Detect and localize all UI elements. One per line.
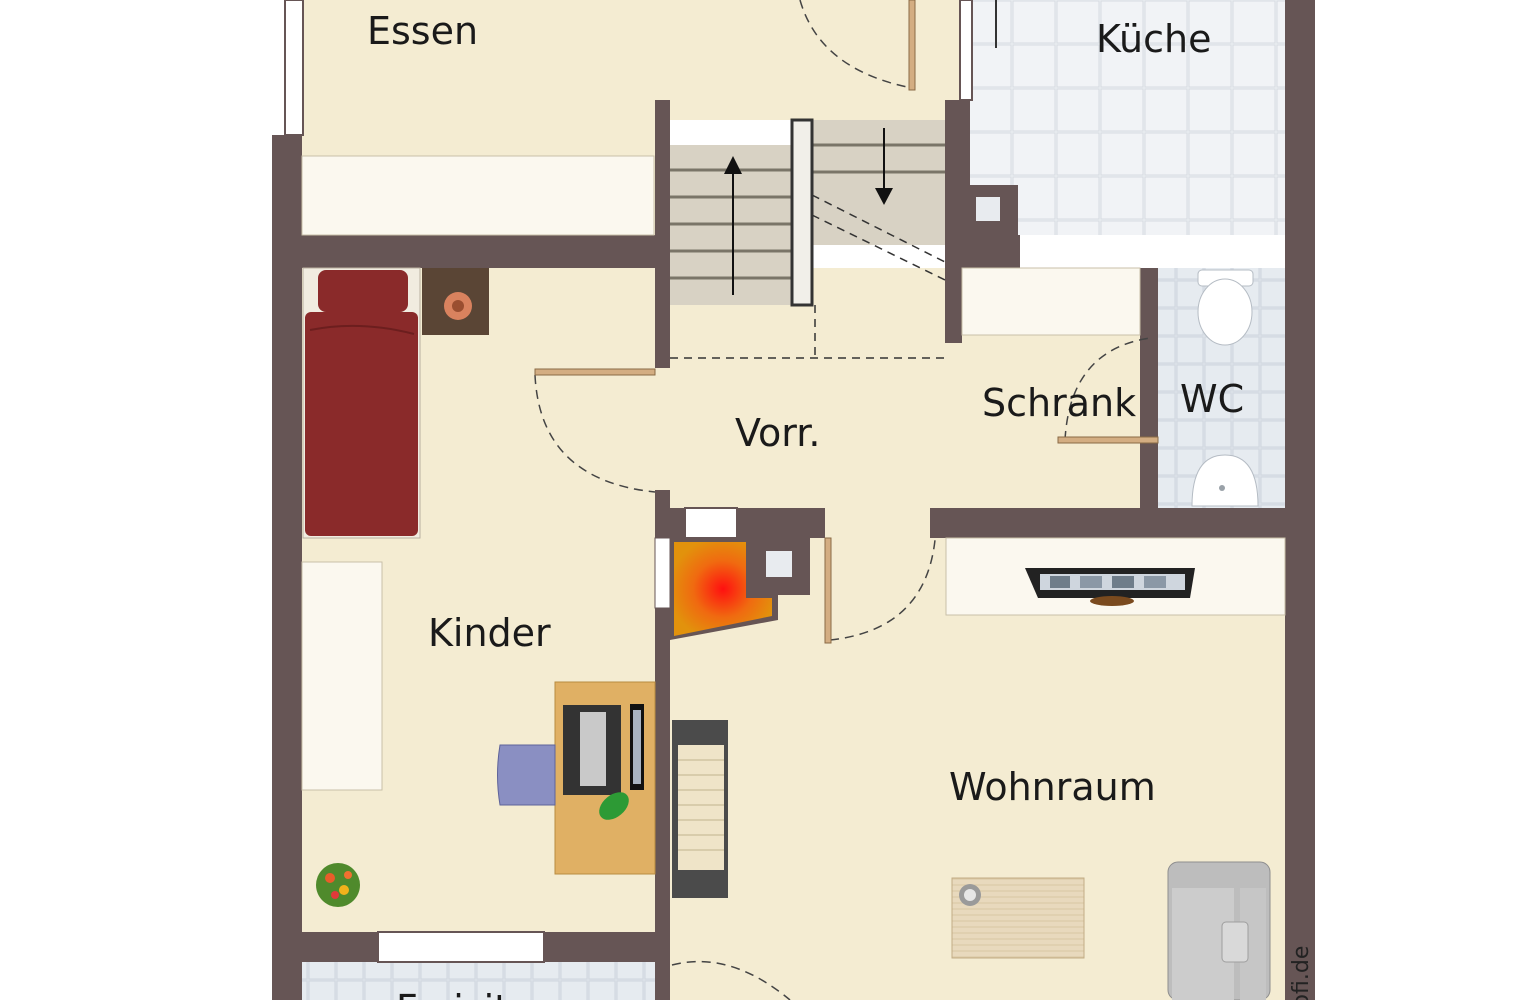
built-in-cabinets <box>301 155 1286 791</box>
bed <box>302 267 421 539</box>
bookshelf <box>672 720 728 898</box>
tv <box>1025 568 1195 606</box>
watermark-clip: rofi.de <box>1288 930 1314 1000</box>
windows <box>377 537 671 963</box>
watermark: rofi.de <box>1289 945 1314 1000</box>
freisitz-tiles <box>300 962 668 1000</box>
room-label-wc: WC <box>1180 377 1245 421</box>
walls <box>272 0 1315 1000</box>
fireplace <box>670 538 778 640</box>
plant <box>316 863 360 907</box>
doors <box>534 0 1151 1000</box>
nightstand <box>422 268 489 335</box>
sofa <box>1167 861 1271 1000</box>
room-label-vorr: Vorr. <box>735 411 821 455</box>
staircase <box>670 118 946 359</box>
room-label-freisitz: Freisitz <box>396 990 529 1000</box>
room-label-wohnraum: Wohnraum <box>949 765 1156 809</box>
coffee-table <box>951 877 1085 959</box>
room-label-bottom-clip: Freisitz <box>300 962 668 1000</box>
washbasin <box>1191 454 1259 507</box>
kitchen-tiles <box>970 0 1285 235</box>
room-label-schrank: Schrank <box>982 381 1137 425</box>
door-leaves <box>534 0 1159 644</box>
chimney <box>684 185 1018 595</box>
room-label-essen: Essen <box>367 9 479 53</box>
room-label-kueche: Küche <box>1096 17 1212 61</box>
room-label-kinder: Kinder <box>428 611 551 655</box>
toilet <box>1197 269 1254 346</box>
desk <box>497 681 656 875</box>
